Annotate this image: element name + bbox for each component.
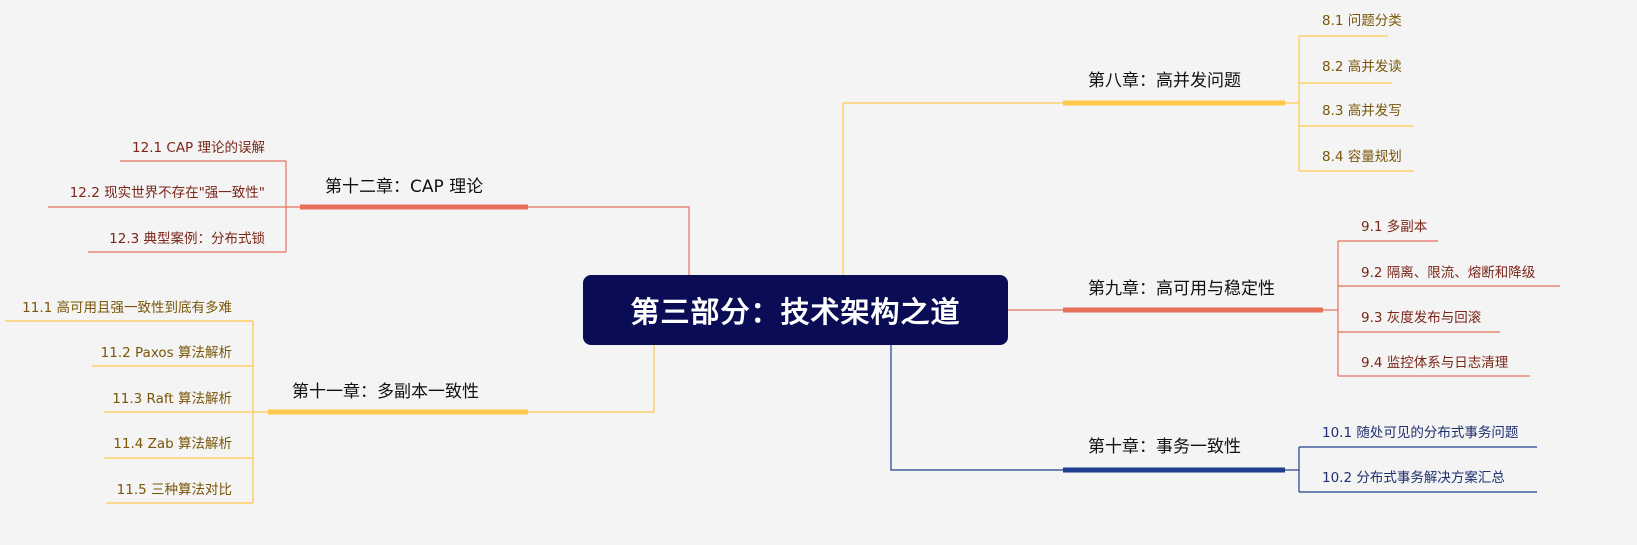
branch-ch10-lines	[890, 345, 1537, 493]
branch-ch11-lines	[5, 320, 655, 504]
subtopic-12-1[interactable]: 12.1 CAP 理论的误解	[132, 140, 265, 156]
subtopic-11-5[interactable]: 11.5 三种算法对比	[116, 482, 232, 498]
subtopic-8-2[interactable]: 8.2 高并发读	[1322, 59, 1402, 75]
subtopic-9-4[interactable]: 9.4 监控体系与日志清理	[1361, 355, 1509, 371]
subtopic-9-1[interactable]: 9.1 多副本	[1361, 219, 1428, 235]
root-topic[interactable]: 第三部分：技术架构之道	[583, 275, 1008, 345]
chapter-8-topic[interactable]: 第八章：高并发问题	[1088, 71, 1241, 91]
branch-ch12-lines	[48, 160, 690, 275]
subtopic-12-2[interactable]: 12.2 现实世界不存在"强一致性"	[69, 185, 265, 201]
subtopic-9-2[interactable]: 9.2 隔离、限流、熔断和降级	[1361, 265, 1536, 281]
subtopic-11-3[interactable]: 11.3 Raft 算法解析	[112, 391, 232, 407]
subtopic-8-4[interactable]: 8.4 容量规划	[1322, 149, 1402, 165]
subtopic-8-1[interactable]: 8.1 问题分类	[1322, 13, 1402, 29]
chapter-12-topic[interactable]: 第十二章：CAP 理论	[325, 177, 484, 197]
subtopic-9-3[interactable]: 9.3 灰度发布与回滚	[1361, 310, 1482, 326]
chapter-11-topic[interactable]: 第十一章：多副本一致性	[292, 382, 479, 402]
chapter-10-topic[interactable]: 第十章：事务一致性	[1088, 437, 1241, 457]
subtopic-11-1[interactable]: 11.1 高可用且强一致性到底有多难	[22, 300, 232, 316]
chapter-9-topic[interactable]: 第九章：高可用与稳定性	[1088, 279, 1275, 299]
subtopic-11-2[interactable]: 11.2 Paxos 算法解析	[100, 345, 232, 361]
subtopic-8-3[interactable]: 8.3 高并发写	[1322, 103, 1402, 119]
subtopic-12-3[interactable]: 12.3 典型案例：分布式锁	[109, 231, 265, 247]
subtopic-10-1[interactable]: 10.1 随处可见的分布式事务问题	[1322, 425, 1519, 441]
subtopic-10-2[interactable]: 10.2 分布式事务解决方案汇总	[1322, 470, 1505, 486]
subtopic-11-4[interactable]: 11.4 Zab 算法解析	[113, 436, 232, 452]
branch-ch9-lines	[1008, 240, 1560, 377]
branch-ch8-lines	[842, 35, 1414, 275]
